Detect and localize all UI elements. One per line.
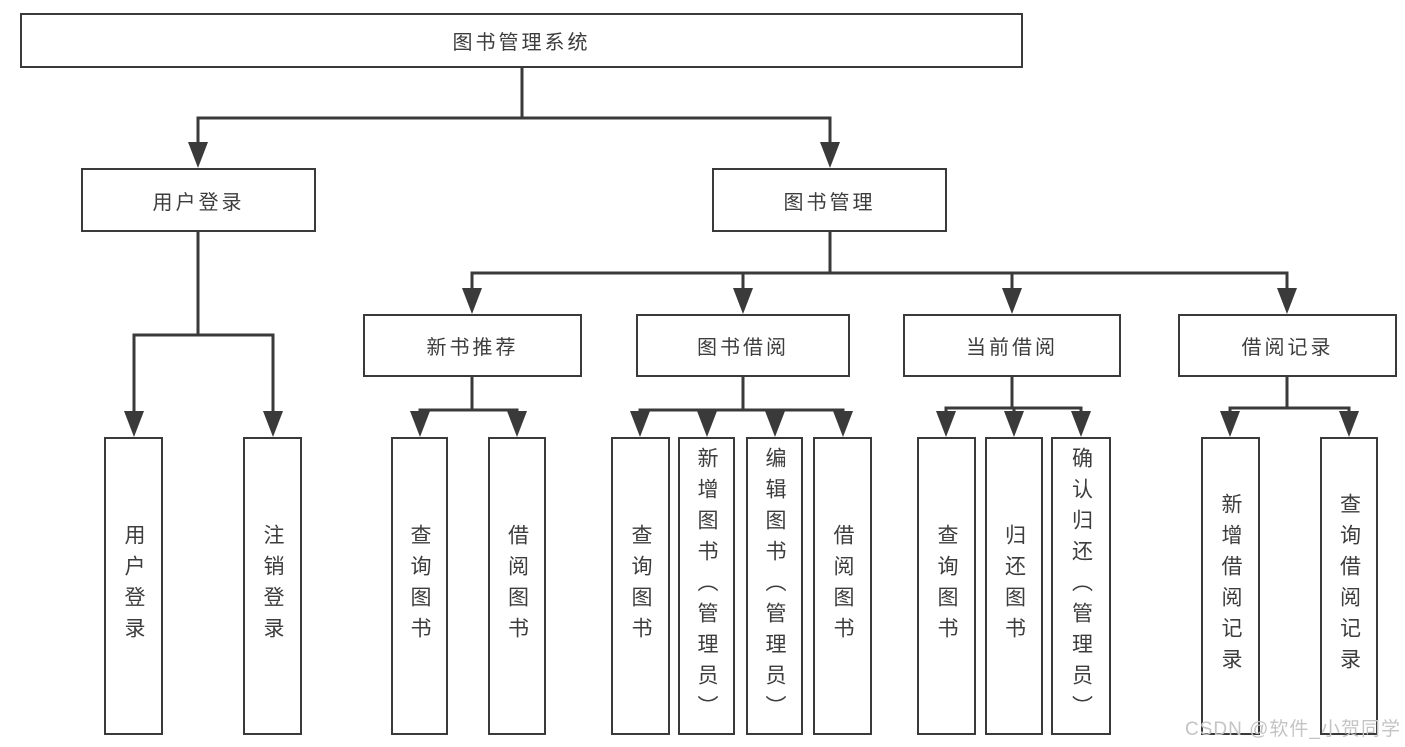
arrowhead-icon: [697, 411, 717, 437]
arrowhead-icon: [1002, 288, 1022, 314]
arrowhead-icon: [630, 411, 650, 437]
arrowhead-icon: [124, 411, 144, 437]
arrowhead-icon: [936, 411, 956, 437]
leaf-edit-book-admin: 编辑图书（管理员）: [746, 437, 803, 735]
leaf-add-book-admin: 新增图书（管理员）: [678, 437, 735, 735]
edge-root-to-level2: [196, 66, 832, 147]
arrowhead-icon: [1339, 411, 1359, 437]
arrowhead-icon: [1071, 411, 1091, 437]
arrowhead-icon: [733, 288, 753, 314]
arrowhead-icon: [263, 411, 283, 437]
edge-new-book-to-leaves: [418, 375, 519, 416]
node-current-borrow: 当前借阅: [903, 314, 1121, 377]
leaf-return-book: 归还图书: [985, 437, 1043, 735]
edge-book-borrow-to-leaves: [638, 375, 845, 416]
leaf-borrow-books-recommend: 借阅图书: [488, 437, 546, 735]
arrowhead-icon: [765, 411, 785, 437]
leaf-query-books-borrow: 查询图书: [611, 437, 670, 735]
node-book-borrow: 图书借阅: [636, 314, 850, 377]
leaf-query-books-recommend: 查询图书: [391, 437, 448, 735]
leaf-query-books-current: 查询图书: [917, 437, 976, 735]
arrowhead-icon: [1220, 411, 1240, 437]
edge-user-login-to-leaves: [132, 230, 275, 416]
leaf-confirm-return-admin: 确认归还（管理员）: [1051, 437, 1111, 735]
edge-current-borrow-to-leaves: [944, 375, 1083, 416]
arrowhead-icon: [462, 288, 482, 314]
node-new-book-recommend: 新书推荐: [363, 314, 582, 377]
leaf-user-login: 用户登录: [104, 437, 163, 735]
node-book-management: 图书管理: [712, 168, 947, 232]
leaf-add-borrow-record: 新增借阅记录: [1201, 437, 1260, 735]
leaf-query-borrow-record: 查询借阅记录: [1320, 437, 1378, 735]
arrowhead-icon: [820, 142, 840, 168]
arrowhead-icon: [1277, 288, 1297, 314]
arrowhead-icon: [507, 411, 527, 437]
arrowhead-icon: [410, 411, 430, 437]
watermark: CSDN @软件_小贺同学: [1185, 719, 1401, 740]
arrowhead-icon: [188, 142, 208, 168]
arrowhead-icon: [1004, 411, 1024, 437]
node-library-management-system: 图书管理系统: [20, 13, 1023, 68]
edge-borrow-record-to-leaves: [1228, 375, 1351, 416]
node-borrow-record: 借阅记录: [1178, 314, 1397, 377]
arrowhead-icon: [833, 411, 853, 437]
leaf-borrow-books: 借阅图书: [813, 437, 872, 735]
leaf-logout: 注销登录: [243, 437, 302, 735]
edge-book-management-to-level3: [470, 230, 1289, 292]
node-user-login: 用户登录: [81, 168, 316, 232]
